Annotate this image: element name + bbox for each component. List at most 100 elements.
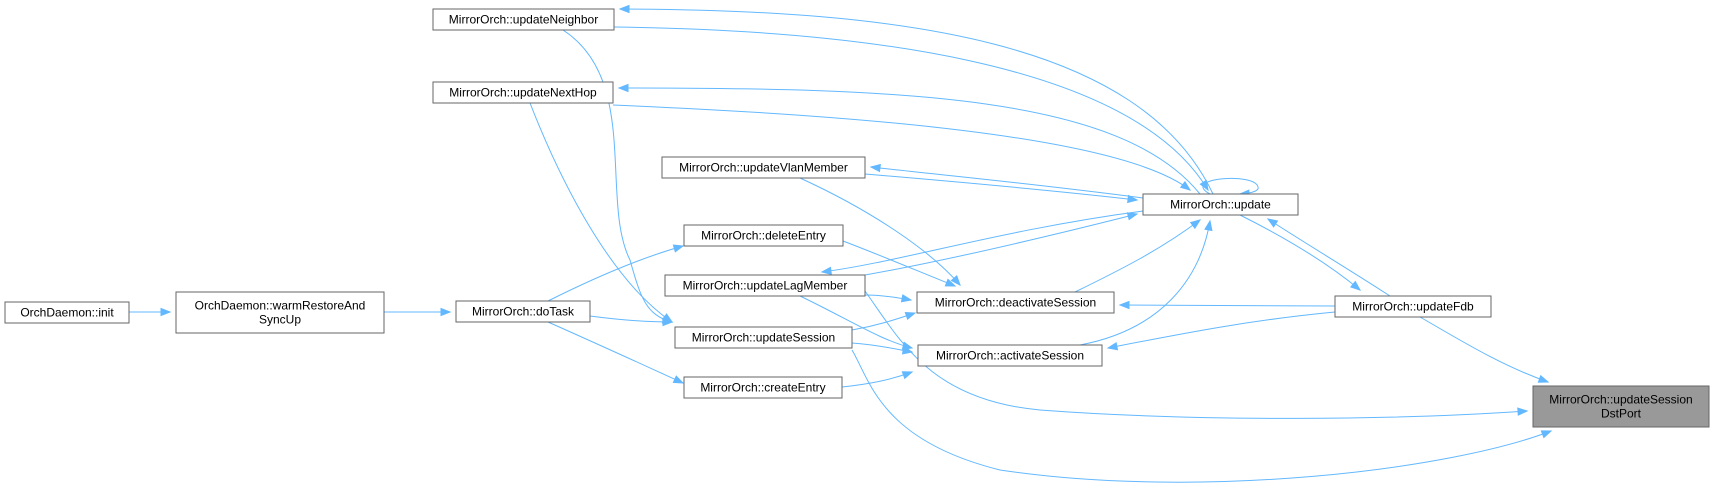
node-box [1532,385,1710,428]
edge-updateLagMember-to-deactivateSession [864,294,913,303]
node-box [175,291,385,334]
edge-line [547,321,684,384]
node-label: MirrorOrch::createEntry [700,381,825,395]
edge-line [842,240,956,287]
edge-activateSession-to-update [1079,219,1213,346]
node-updateVlanMember[interactable]: MirrorOrch::updateVlanMember [661,156,866,179]
edge-deleteEntry-to-deactivateSession [842,240,957,287]
edge-arrowhead [820,266,832,275]
node-label: MirrorOrch::updateSession [692,331,835,345]
edge-line [864,290,1528,419]
node-updateNeighbor[interactable]: MirrorOrch::updateNeighbor [432,8,615,31]
edge-updateFdb-to-update [1266,218,1391,297]
edge-updateSession-to-activateSession [851,342,914,355]
edge-line [618,87,1201,195]
edge-updateVlanMember-to-deactivateSession [799,177,961,287]
node-updateSession[interactable]: MirrorOrch::updateSession [674,326,853,349]
node-label: MirrorOrch::updateNextHop [449,86,597,100]
edge-arrowhead [1349,280,1362,291]
edge-arrowhead [1126,212,1139,221]
edge-arrowhead [904,311,917,321]
node-update[interactable]: MirrorOrch::update [1142,193,1299,216]
node-label: MirrorOrch::updateVlanMember [679,161,848,175]
node-box [664,274,866,297]
node-box [432,8,615,31]
edge-arrowhead [1266,218,1279,228]
edge-arrowhead [944,278,957,287]
node-updateLagMember[interactable]: MirrorOrch::updateLagMember [664,274,866,297]
edge-line [1202,177,1259,195]
edge-updateFdb-to-updateSessionDstPort [1419,316,1550,383]
node-createEntry[interactable]: MirrorOrch::createEntry [683,376,843,399]
edge-line [1267,218,1391,297]
node-box [432,81,614,104]
node-label: MirrorOrch::deactivateSession [935,296,1096,310]
node-deactivateSession[interactable]: MirrorOrch::deactivateSession [916,291,1115,314]
edge-warmRestore-to-doTask [384,307,452,317]
node-label: MirrorOrch::deleteEntry [701,229,826,243]
edge-updateNeighbor-to-updateSession [562,29,674,324]
edge-arrowhead [869,163,881,173]
edge-line [562,29,673,323]
edge-doTask-to-deleteEntry [547,244,685,302]
edge-arrowhead [440,307,452,317]
node-box [674,326,853,349]
node-updateNextHop[interactable]: MirrorOrch::updateNextHop [432,81,614,104]
edge-line [1079,220,1211,346]
edge-line [864,213,1138,276]
edge-line [799,177,961,286]
node-label: MirrorOrch::doTask [472,305,575,319]
edge-arrowhead [901,371,914,380]
edge-arrowhead [661,313,674,323]
edge-updateNextHop-to-updateSession [529,102,674,323]
edge-arrowhead [1118,300,1130,310]
edge-line [1074,219,1201,293]
edge-arrowhead [672,244,685,253]
node-box [683,376,843,399]
edge-updateFdb-to-activateSession [1106,311,1336,351]
edge-line [1239,214,1361,291]
edge-updateNextHop-to-update [612,104,1192,191]
node-deleteEntry[interactable]: MirrorOrch::deleteEntry [683,224,844,247]
node-label: MirrorOrch::updateLagMember [683,279,848,293]
node-label: DstPort [1601,407,1642,421]
edge-arrowhead [1517,407,1529,416]
edge-arrowhead [1199,179,1209,192]
node-label: MirrorOrch::activateSession [936,349,1084,363]
edge-arrowhead [950,275,961,287]
edge-updateNeighbor-to-update [613,26,1209,192]
edge-updateFdb-to-deactivateSession [1118,300,1336,310]
edge-line [547,245,684,302]
edge-updateVlanMember-to-update [864,173,1139,204]
edge-deactivateSession-to-update [1074,219,1202,293]
node-doTask[interactable]: MirrorOrch::doTask [455,300,591,323]
edge-line [851,349,1552,483]
edge-line [1419,316,1549,383]
edge-arrowhead [618,4,630,14]
node-activateSession[interactable]: MirrorOrch::activateSession [917,344,1103,367]
edge-line [841,371,913,388]
edge-arrowhead [900,294,913,303]
edge-arrowhead [1540,430,1553,439]
node-label: MirrorOrch::update [1170,198,1271,212]
node-box [1142,193,1299,216]
nodes-layer: MirrorOrch::updateNeighborMirrorOrch::up… [4,8,1710,428]
edge-doTask-to-createEntry [547,321,685,384]
node-label: MirrorOrch::updateNeighbor [449,13,598,27]
node-box [917,344,1103,367]
node-box [916,291,1115,314]
edge-arrowhead [160,307,172,317]
edge-update-to-updateFdb [1239,214,1362,291]
edge-line [1107,311,1336,349]
edge-arrowhead [1537,374,1550,383]
edge-line [613,26,1209,191]
edge-line [864,173,1138,201]
node-updateFdb[interactable]: MirrorOrch::updateFdb [1334,295,1492,318]
edges-layer [129,4,1553,483]
edge-arrowhead [1204,219,1213,232]
edge-arrowhead [617,83,629,93]
node-orchInit[interactable]: OrchDaemon::init [4,301,130,324]
